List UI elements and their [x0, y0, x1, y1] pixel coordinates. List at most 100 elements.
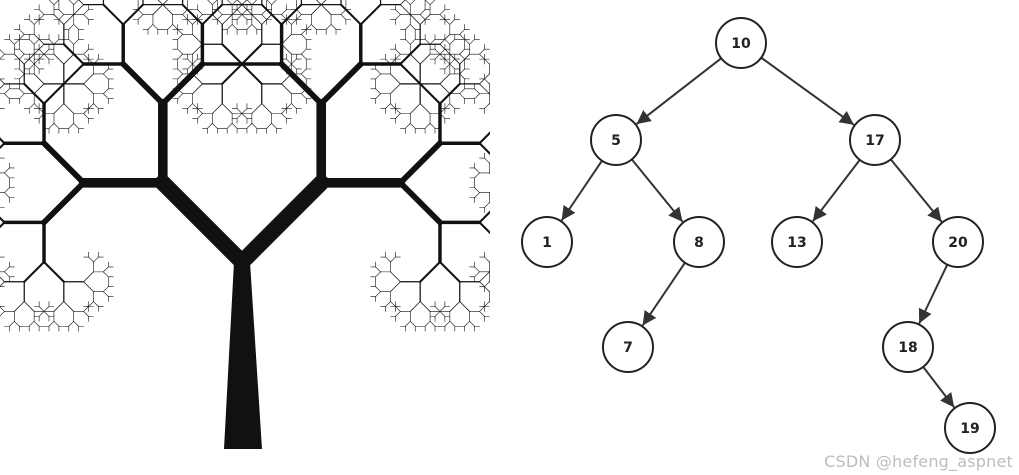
node-circle	[673, 216, 725, 268]
branch	[28, 58, 35, 65]
branch	[439, 9, 446, 15]
branch	[484, 281, 490, 287]
branch	[231, 123, 238, 129]
branch	[449, 58, 456, 65]
branch	[83, 83, 94, 95]
branch	[484, 301, 490, 307]
node-circle	[715, 17, 767, 69]
branch	[53, 103, 65, 114]
branch	[68, 321, 75, 327]
branch	[474, 88, 480, 95]
branch	[207, 123, 213, 129]
branch	[48, 0, 55, 5]
branch	[88, 103, 94, 109]
branch	[19, 68, 25, 75]
branch	[177, 68, 183, 75]
edge-17-to-20	[890, 158, 943, 223]
branch	[261, 9, 267, 15]
branch	[93, 103, 99, 109]
branch	[93, 256, 99, 263]
branch	[83, 9, 89, 15]
branch	[4, 172, 10, 179]
branch	[459, 88, 465, 95]
branch	[236, 14, 243, 20]
tree-edges	[560, 56, 955, 409]
branch	[439, 53, 446, 60]
branch	[261, 14, 267, 20]
branch	[474, 167, 480, 174]
branch	[449, 19, 456, 25]
branch	[271, 0, 277, 5]
branch	[38, 9, 45, 15]
branch	[484, 103, 490, 109]
branch	[221, 62, 244, 85]
branch	[444, 39, 451, 45]
branch	[479, 48, 485, 55]
branch	[78, 0, 85, 6]
branch	[192, 103, 198, 109]
branch	[0, 216, 6, 224]
branch	[246, 0, 253, 5]
branch	[192, 19, 198, 25]
branch	[375, 286, 381, 292]
branch	[301, 68, 307, 75]
branch	[459, 93, 465, 99]
branch	[33, 43, 45, 55]
branch	[449, 53, 461, 65]
node-label: 18	[898, 340, 917, 356]
branch	[429, 39, 436, 45]
branch	[484, 157, 490, 164]
branch	[385, 58, 391, 65]
branch	[83, 48, 89, 55]
branch	[281, 108, 287, 114]
branch	[399, 62, 422, 85]
node-circle	[849, 114, 901, 166]
branch	[241, 108, 248, 114]
branch	[385, 301, 391, 307]
branch	[375, 93, 381, 99]
branch	[419, 82, 442, 105]
branch	[397, 179, 443, 226]
branch	[301, 73, 307, 80]
branch	[291, 103, 297, 109]
branch	[395, 48, 401, 55]
branch	[236, 108, 243, 114]
branch	[429, 0, 436, 5]
branch	[38, 53, 45, 60]
branch	[0, 49, 5, 55]
branch	[261, 14, 273, 25]
branch	[83, 53, 89, 60]
node-label: 13	[787, 235, 806, 251]
branch	[53, 321, 60, 327]
branch	[103, 291, 109, 297]
branch	[409, 103, 421, 114]
tree-node-17: 17	[849, 114, 901, 166]
branch	[390, 83, 401, 95]
branch	[449, 39, 456, 45]
node-label: 20	[948, 235, 968, 251]
branch	[484, 202, 490, 208]
branch	[38, 108, 45, 114]
branch	[38, 113, 45, 119]
branch	[375, 266, 381, 273]
branch	[296, 14, 302, 20]
branch	[33, 33, 45, 45]
branch	[241, 113, 248, 119]
trunk	[224, 262, 262, 449]
branch	[281, 83, 292, 95]
branch	[212, 0, 218, 5]
branch	[236, 0, 243, 6]
branch	[33, 63, 40, 70]
branch	[301, 93, 307, 99]
branch	[103, 266, 109, 273]
branch	[375, 88, 381, 95]
branch	[28, 39, 35, 45]
branch	[296, 9, 302, 15]
branch	[479, 83, 490, 95]
branch	[241, 0, 248, 6]
branch	[280, 3, 303, 26]
branch	[459, 48, 465, 55]
branch	[73, 39, 79, 45]
node-label: 19	[960, 421, 979, 437]
